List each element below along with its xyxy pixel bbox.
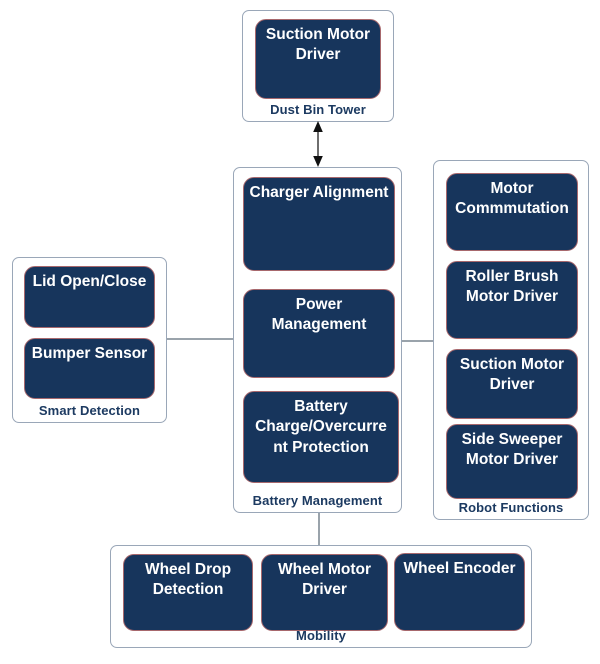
node-lid-open-close: Lid Open/Close — [24, 266, 155, 328]
node-wheel-drop-detection: Wheel Drop Detection — [123, 554, 253, 631]
group-label-dust-bin-tower: Dust Bin Tower — [270, 102, 366, 117]
node-label: Suction Motor Driver — [265, 26, 371, 64]
node-label-line: Charge/Overcurre — [255, 418, 387, 436]
group-label-mobility: Mobility — [296, 628, 346, 643]
node-roller-brush-motor-driver: Roller Brush Motor Driver — [446, 261, 578, 339]
battery-mobility-connector — [318, 512, 320, 545]
dustbin-battery-connector — [310, 120, 326, 168]
node-label: Side Sweeper Motor Driver — [461, 431, 563, 469]
node-power-management: Power Management — [243, 289, 395, 378]
node-label-line: Battery — [294, 398, 348, 415]
node-label: Roller Brush Motor Driver — [465, 268, 559, 306]
node-label: Charger Alignment — [249, 184, 389, 201]
node-label: Bumper Sensor — [31, 345, 148, 362]
group-robot-functions: Motor Commmutation Roller Brush Motor Dr… — [433, 160, 589, 520]
node-suction-motor-driver-robot: Suction Motor Driver — [446, 349, 578, 419]
node-suction-motor-driver-dustbin: Suction Motor Driver — [255, 19, 381, 99]
group-label-robot-functions: Robot Functions — [458, 500, 564, 515]
node-charger-alignment: Charger Alignment — [243, 177, 395, 271]
node-bumper-sensor: Bumper Sensor — [24, 338, 155, 399]
group-mobility: Wheel Drop Detection Wheel Motor Driver … — [110, 545, 532, 648]
smartdetection-battery-connector — [167, 338, 233, 340]
double-arrow-icon — [313, 121, 323, 167]
node-label: Suction Motor Driver — [459, 356, 565, 394]
node-motor-commmutation: Motor Commmutation — [446, 173, 578, 251]
node-label: Wheel Motor Driver — [278, 561, 371, 599]
node-label: Wheel Drop Detection — [144, 561, 232, 599]
node-side-sweeper-motor-driver: Side Sweeper Motor Driver — [446, 424, 578, 499]
group-battery-management: Charger Alignment Power Management Batte… — [233, 167, 402, 513]
group-label-battery-management: Battery Management — [252, 493, 383, 508]
node-label: Power Management — [271, 296, 367, 334]
group-smart-detection: Lid Open/Close Bumper Sensor Smart Detec… — [12, 257, 167, 423]
group-label-smart-detection: Smart Detection — [38, 403, 141, 418]
node-label: Motor Commmutation — [455, 180, 569, 218]
node-battery-charge-overcurrent-protection: Battery Charge/Overcurre nt Protection — [243, 391, 399, 483]
node-label: Lid Open/Close — [32, 273, 147, 290]
battery-robotfunctions-connector — [402, 340, 433, 342]
group-dust-bin-tower: Suction Motor Driver Dust Bin Tower — [242, 10, 394, 122]
node-label-line: nt Protection — [273, 438, 369, 456]
node-label: Wheel Encoder — [403, 560, 516, 577]
node-wheel-encoder: Wheel Encoder — [394, 553, 525, 631]
node-wheel-motor-driver: Wheel Motor Driver — [261, 554, 388, 631]
